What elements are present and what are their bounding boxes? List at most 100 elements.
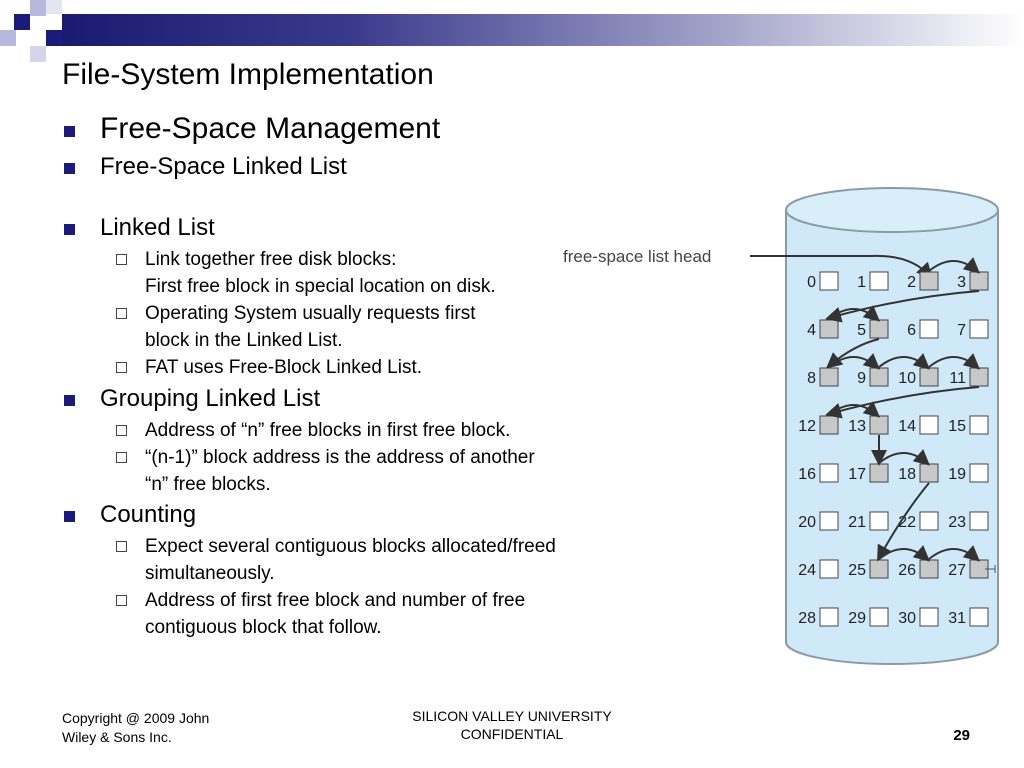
allocated-block (969, 319, 989, 339)
block-number-label: 7 (957, 322, 966, 339)
free-list-link-arrow (828, 401, 881, 418)
block-number-label: 6 (907, 322, 916, 339)
disk-cylinder-body (785, 209, 999, 665)
sub-bullet-line: Address of “n” free blocks in first free… (145, 420, 511, 441)
allocated-block (869, 511, 889, 531)
sub-bullet-line: Address of first free block and number o… (145, 590, 526, 611)
sub-bullet-line: FAT uses Free-Block Linked List. (145, 357, 423, 378)
sub-bullet-box (116, 541, 127, 552)
free-block (819, 415, 839, 435)
footer-university-line: SILICON VALLEY UNIVERSITY (412, 708, 612, 724)
free-block (819, 367, 839, 387)
block-number-label: 8 (807, 370, 816, 387)
block-number-label: 14 (898, 418, 916, 435)
sub-bullet-line: Link together free disk blocks: (145, 249, 397, 270)
allocated-block (969, 415, 989, 435)
allocated-block (819, 607, 839, 627)
bullet-square (64, 511, 75, 522)
free-list-link-arrow (928, 545, 981, 562)
sub-bullet-box (116, 308, 127, 319)
block-number-label: 20 (798, 514, 816, 531)
block-number-label: 15 (948, 418, 966, 435)
footer-copyright: Copyright @ 2009 John Wiley & Sons Inc. (62, 709, 209, 747)
allocated-block (869, 607, 889, 627)
block-number-label: 29 (848, 610, 866, 627)
free-block (869, 319, 889, 339)
header-square-light (46, 0, 62, 14)
header-square-light (0, 30, 16, 46)
allocated-block (969, 511, 989, 531)
sub-bullet-line: contiguous block that follow. (145, 617, 382, 638)
free-block (869, 463, 889, 483)
sub-bullet-line: “(n-1)” block address is the address of … (145, 447, 535, 468)
allocated-block (919, 607, 939, 627)
block-number-label: 3 (957, 274, 966, 291)
free-list-link-arrow (878, 449, 931, 466)
bullet-square (64, 395, 75, 406)
block-number-label: 1 (857, 274, 866, 291)
free-space-list-head-label: free-space list head (563, 247, 711, 266)
allocated-block (819, 559, 839, 579)
block-number-label: 19 (948, 466, 966, 483)
sub-bullet-line: Operating System usually requests first (145, 303, 476, 324)
free-list-link-arrow (825, 290, 980, 323)
free-list-link-arrow (877, 482, 930, 562)
block-number-label: 30 (898, 610, 916, 627)
header-square-light (30, 0, 46, 16)
allocated-block (819, 271, 839, 291)
sub-bullet-box (116, 254, 127, 265)
null-terminator-icon (985, 565, 996, 573)
free-block (969, 367, 989, 387)
bullet-square (64, 126, 75, 137)
bullet-grouping-linked-list: Grouping Linked List (100, 385, 321, 412)
block-number-label: 21 (848, 514, 866, 531)
block-number-label: 9 (857, 370, 866, 387)
bullet-linked-list: Linked List (100, 214, 215, 241)
free-list-link-arrow (825, 386, 980, 419)
disk-cylinder-top (785, 187, 999, 233)
free-list-link-arrow (878, 353, 931, 370)
slide-title: File-System Implementation (62, 58, 434, 91)
allocated-block (969, 607, 989, 627)
disk-cylinder (785, 187, 999, 665)
free-list-link-arrow (928, 353, 981, 370)
sub-bullet-box (116, 362, 127, 373)
block-number-label: 24 (798, 562, 816, 579)
block-number-label: 28 (798, 610, 816, 627)
block-number-label: 10 (898, 370, 916, 387)
allocated-block (819, 511, 839, 531)
block-number-label: 31 (948, 610, 966, 627)
footer-university: SILICON VALLEY UNIVERSITY CONFIDENTIAL (362, 707, 662, 743)
block-number-label: 16 (798, 466, 816, 483)
free-block (869, 367, 889, 387)
allocated-block (969, 463, 989, 483)
sub-bullet-line: Expect several contiguous blocks allocat… (145, 536, 556, 557)
allocated-block (919, 415, 939, 435)
free-block (919, 367, 939, 387)
allocated-block (819, 463, 839, 483)
header-square-light (30, 46, 46, 62)
free-block (819, 319, 839, 339)
allocated-block (919, 511, 939, 531)
allocated-block (919, 319, 939, 339)
sub-bullet-box (116, 452, 127, 463)
sub-bullet-line: First free block in special location on … (145, 276, 496, 297)
sub-bullet-line: block in the Linked List. (145, 330, 343, 351)
block-number-label: 18 (898, 466, 916, 483)
sub-bullet-box (116, 425, 127, 436)
free-block (919, 463, 939, 483)
header-square-dark (46, 30, 62, 46)
block-number-label: 27 (948, 562, 966, 579)
block-number-label: 11 (949, 370, 966, 387)
allocated-block (869, 271, 889, 291)
section-heading: Free-Space Management (100, 112, 441, 145)
header-square-dark (14, 14, 30, 30)
footer-copyright-line: Wiley & Sons Inc. (62, 729, 172, 745)
free-list-link-arrow (828, 305, 881, 322)
block-number-label: 13 (848, 418, 866, 435)
block-number-label: 25 (848, 562, 866, 579)
page-number: 29 (953, 727, 970, 744)
footer-university-line: CONFIDENTIAL (460, 726, 564, 742)
block-number-label: 5 (857, 322, 866, 339)
